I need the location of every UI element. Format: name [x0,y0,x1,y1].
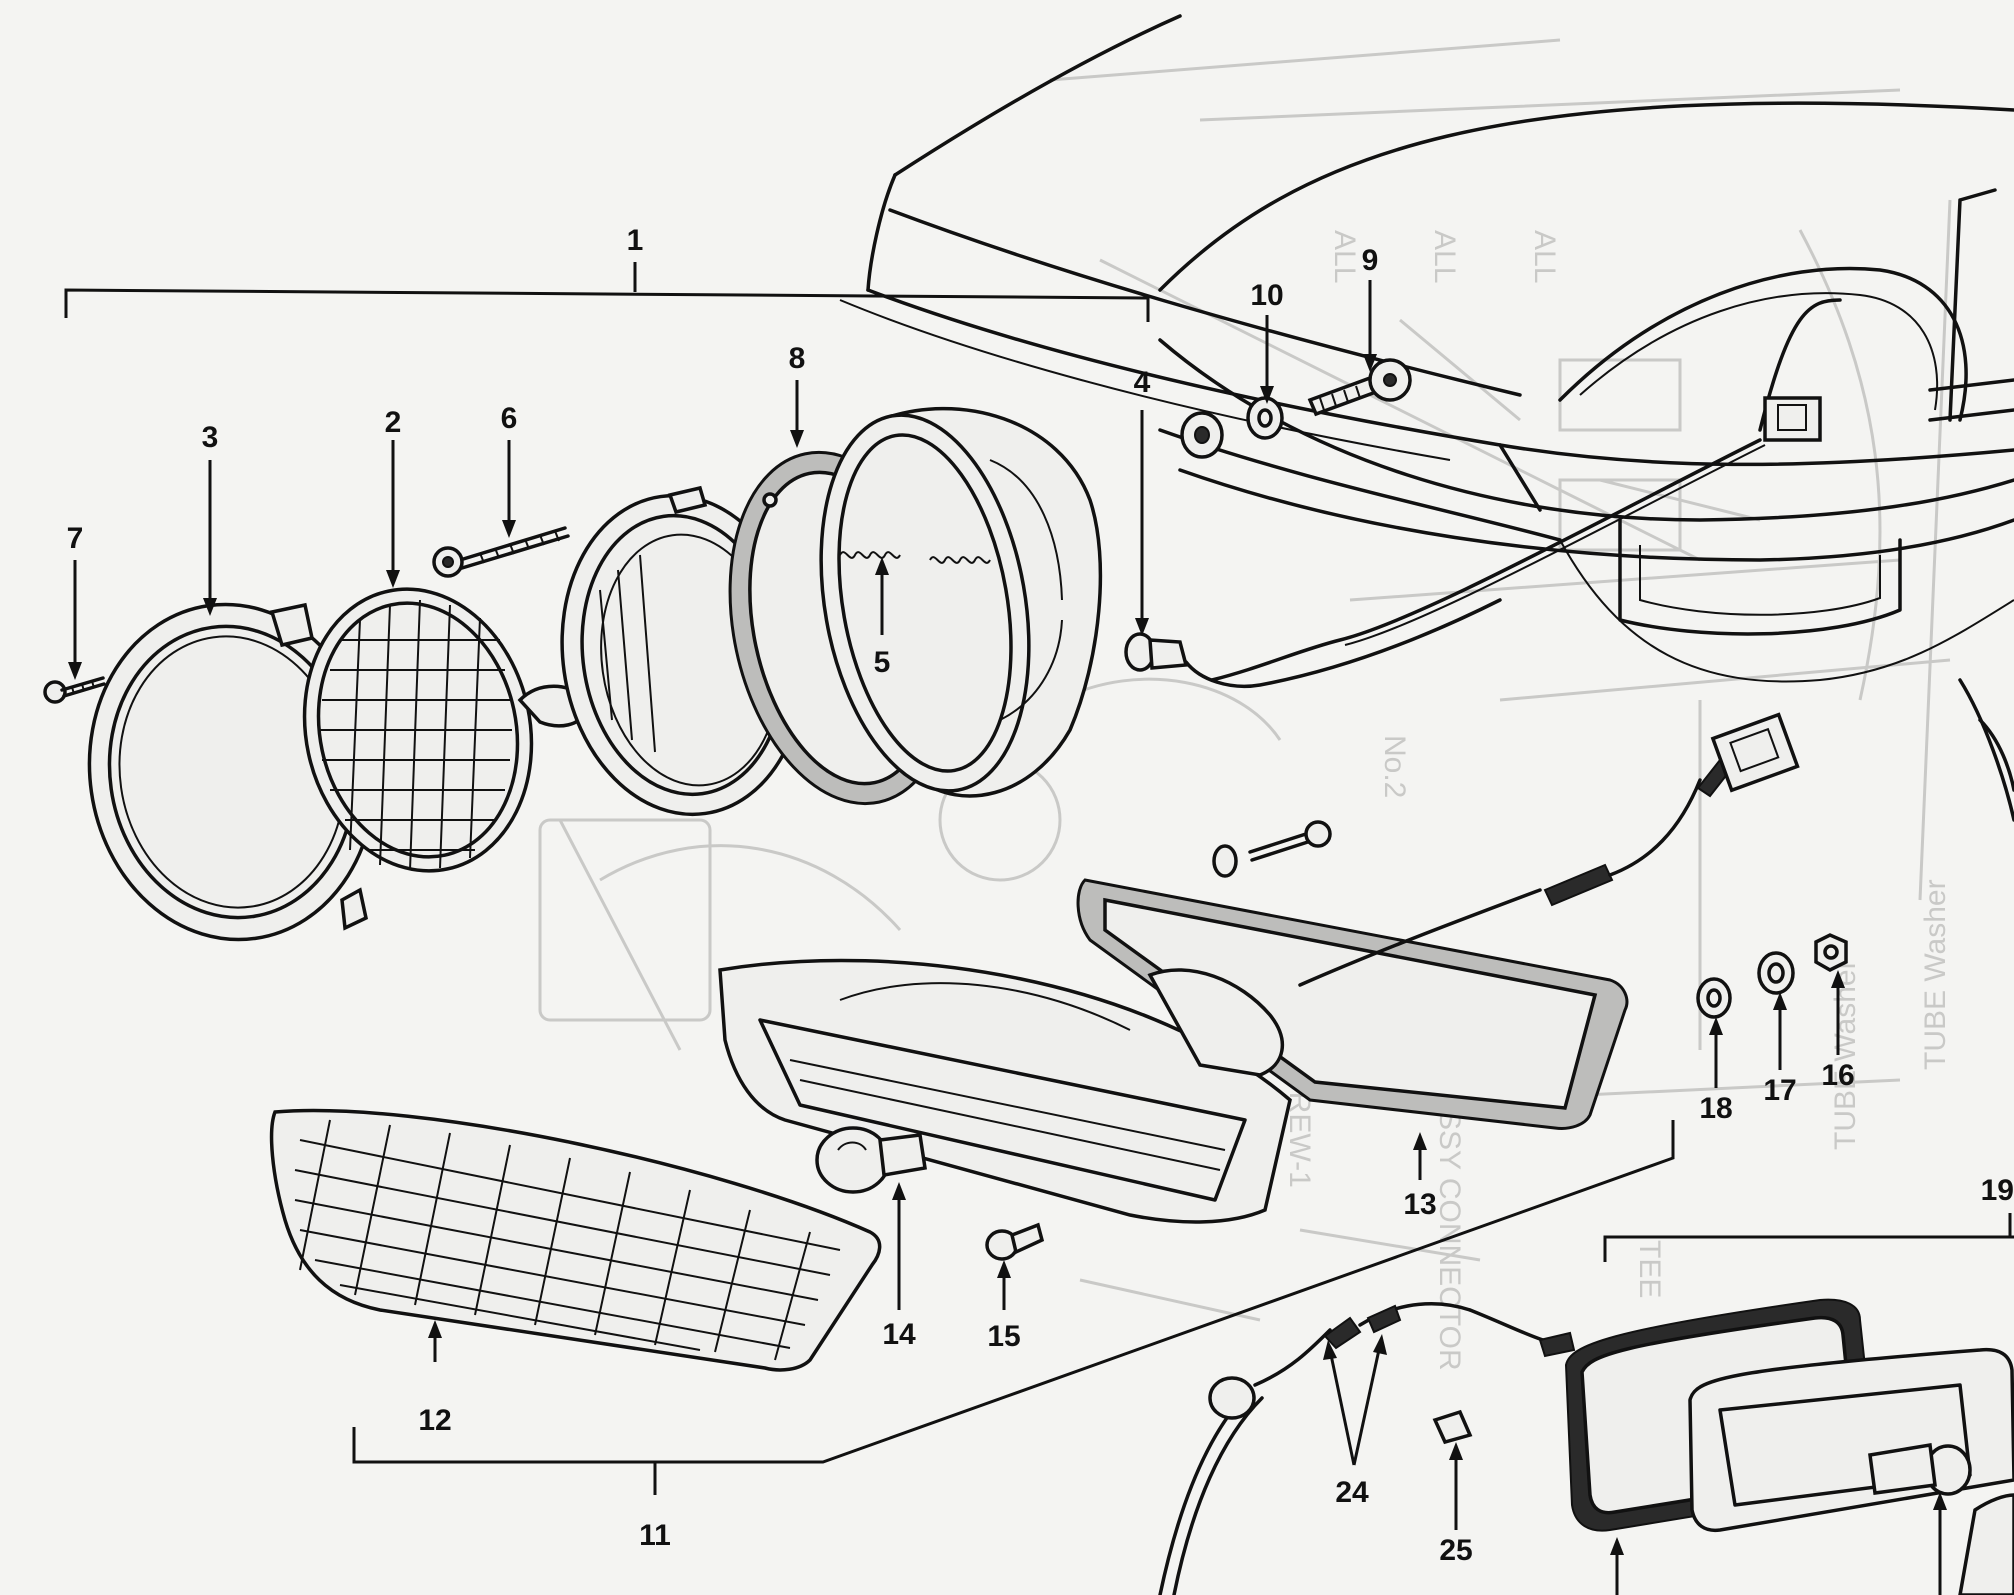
callout-5: 5 [874,646,891,679]
show-through-layer: ALL ALL ALL TUBE Washer TUBE Washer TEE … [538,38,1952,1371]
ghost-text-tee: TEE [1633,1240,1666,1298]
callout-12: 12 [418,1404,451,1437]
part-2-sealed-beam-unit [302,587,608,873]
callout-10: 10 [1250,279,1283,312]
callout-14: 14 [882,1318,916,1351]
ghost-text-washer-2: TUBE Washer [1829,959,1862,1150]
part-6-adjusting-screw [432,526,570,578]
side-marker-assembly [1158,1298,2014,1595]
callout-4: 4 [1134,366,1151,399]
callout-25: 25 [1439,1534,1472,1567]
part-15-bulb [985,1222,1045,1261]
headlamp-housing [819,406,1103,798]
ghost-text-all-3: ALL [1328,230,1361,283]
callout-17: 17 [1763,1074,1796,1107]
part-7-screw [43,676,106,704]
car-body-outline [839,14,2014,822]
part-12-lens [269,1108,882,1372]
callout-24: 24 [1335,1476,1369,1509]
part-14-bulb [815,1126,927,1194]
part-18-washer [1696,977,1732,1019]
callout-labels: 1 2 3 4 5 6 7 8 9 10 11 12 13 14 15 16 1… [67,224,2014,1567]
part-16-nut [1814,933,1848,972]
callout-7: 7 [67,522,84,555]
part-10-washer [1246,396,1284,440]
callout-13: 13 [1403,1188,1436,1221]
callout-6: 6 [501,402,518,435]
ghost-text-connector: ASSY CONNECTOR [1433,1090,1466,1371]
callout-1: 1 [627,224,644,257]
ghost-text-all-2: ALL [1528,230,1561,283]
callout-8: 8 [789,342,806,375]
callout-18: 18 [1699,1092,1732,1125]
bracket-group-11 [352,1120,1675,1495]
ghost-text-no2: No.2 [1378,735,1411,798]
callout-2: 2 [385,406,402,439]
leader-arrows [68,280,1947,1595]
part-4-socket-harness [1124,598,1502,689]
part-9-screw [1307,358,1412,417]
part-5-springs [839,551,991,564]
part-17-lock-washer [1757,951,1795,995]
ghost-text-all-1: ALL [1428,230,1461,283]
turn-lamp-mount-screw [1212,820,1332,878]
part-13-lens-gasket [1076,878,1629,1130]
bracket-group-19 [1603,1213,2014,1262]
callout-16: 16 [1821,1059,1854,1092]
bracket-group-1 [64,262,1150,322]
part-11-turn-signal-lamp [718,712,1800,1224]
callout-15: 15 [987,1320,1020,1353]
callout-9: 9 [1362,244,1379,277]
callout-19: 19 [1981,1174,2014,1207]
callout-3: 3 [202,421,219,454]
callout-11: 11 [639,1519,671,1552]
ghost-text-washer-1: TUBE Washer [1919,879,1952,1070]
